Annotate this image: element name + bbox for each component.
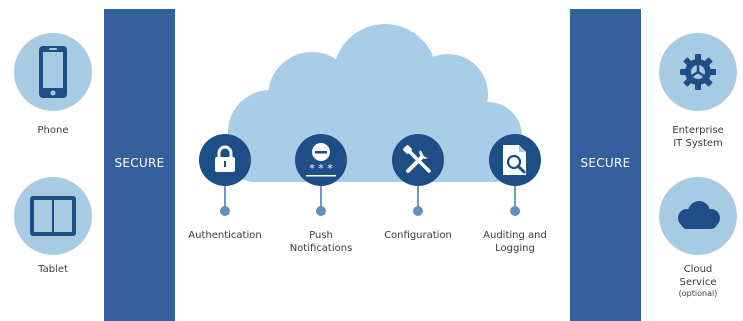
left-secure-bar: SECURE — [104, 9, 175, 321]
enterprise-circle — [659, 33, 737, 111]
auditing-label: Auditing and Logging — [483, 230, 547, 254]
phone-label: Phone — [37, 125, 69, 136]
svg-text:* * *: * * * — [309, 162, 333, 175]
right-secure-bar: SECURE — [570, 9, 641, 321]
cloud-background — [220, 14, 530, 186]
configuration-dot — [413, 206, 423, 216]
cloud-service-label: Cloud Service (optional) — [653, 263, 743, 299]
configuration-circle — [392, 134, 444, 186]
right-secure-label: SECURE — [580, 156, 631, 170]
left-secure-label: SECURE — [114, 156, 165, 170]
cloud-icon — [673, 199, 723, 231]
push-notifications-dot — [316, 206, 326, 216]
push-notifications-label: Push Notifications — [289, 230, 353, 254]
cloud-service-circle — [659, 177, 737, 255]
password-icon: * * * — [303, 141, 339, 179]
optional-note: (optional) — [678, 289, 718, 298]
authentication-stem — [224, 186, 226, 208]
authentication-circle — [199, 134, 251, 186]
auditing-circle — [489, 134, 541, 186]
enterprise-label: Enterprise IT System — [672, 125, 724, 149]
tools-icon — [402, 144, 434, 176]
lock-icon — [214, 145, 236, 173]
authentication-label: Authentication — [188, 230, 262, 241]
phone-icon — [38, 45, 68, 99]
auditing-dot — [510, 206, 520, 216]
push-notifications-circle: * * * — [295, 134, 347, 186]
tablet-label: Tablet — [38, 264, 68, 275]
tablet-icon — [29, 195, 77, 237]
push-notifications-stem — [320, 186, 322, 208]
gear-icon — [679, 53, 717, 91]
auditing-stem — [514, 186, 516, 208]
configuration-stem — [417, 186, 419, 208]
configuration-label: Configuration — [384, 230, 452, 241]
phone-circle — [14, 33, 92, 111]
document-search-icon — [501, 143, 531, 177]
authentication-dot — [220, 206, 230, 216]
tablet-circle — [14, 177, 92, 255]
